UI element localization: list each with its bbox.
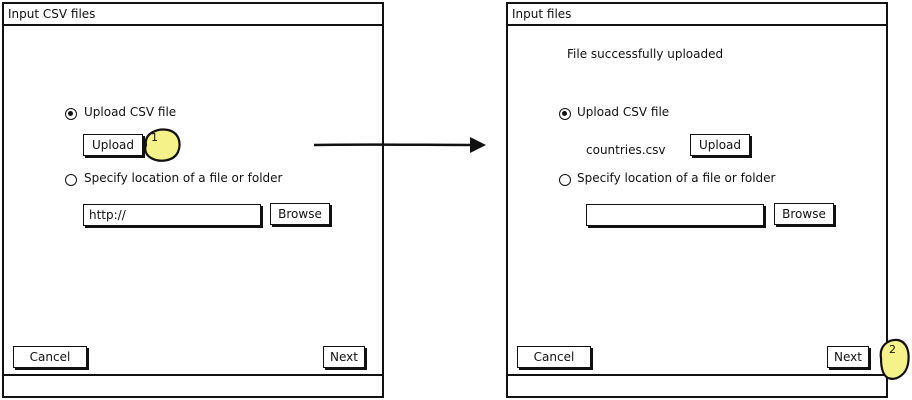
specify-location-label: Specify location of a file or folder (84, 171, 283, 185)
left-window-footer (4, 374, 382, 396)
right-window-footer (508, 374, 886, 396)
next-button[interactable]: Next (827, 346, 869, 368)
specify-location-label: Specify location of a file or folder (577, 171, 776, 185)
upload-csv-label: Upload CSV file (577, 105, 670, 119)
left-window-title: Input CSV files (4, 4, 382, 26)
step-1-label: 1 (151, 131, 158, 144)
uploaded-filename: countries.csv (586, 143, 666, 157)
step-1-marker: 1 (140, 127, 182, 163)
upload-csv-label: Upload CSV file (84, 105, 177, 119)
upload-csv-radio[interactable] (559, 108, 571, 120)
highlight-circle-icon (879, 338, 910, 380)
location-field[interactable] (586, 204, 764, 226)
specify-location-radio[interactable] (65, 174, 77, 186)
next-button[interactable]: Next (323, 346, 365, 368)
step-2-marker: 2 (876, 338, 910, 382)
right-window: Input files File successfully uploaded U… (506, 2, 888, 398)
upload-csv-radio[interactable] (65, 108, 77, 120)
status-message: File successfully uploaded (567, 47, 724, 61)
step-2-label: 2 (889, 343, 896, 356)
upload-button[interactable]: Upload (690, 134, 750, 156)
right-window-title: Input files (508, 4, 886, 26)
browse-button[interactable]: Browse (270, 203, 330, 225)
highlight-circle-icon (144, 128, 181, 162)
specify-location-radio[interactable] (559, 174, 571, 186)
cancel-button[interactable]: Cancel (13, 346, 87, 368)
location-field[interactable] (83, 204, 261, 226)
upload-button[interactable]: Upload (83, 134, 143, 156)
left-window: Input CSV files Upload CSV file Upload S… (2, 2, 384, 398)
cancel-button[interactable]: Cancel (517, 346, 591, 368)
browse-button[interactable]: Browse (774, 203, 834, 225)
